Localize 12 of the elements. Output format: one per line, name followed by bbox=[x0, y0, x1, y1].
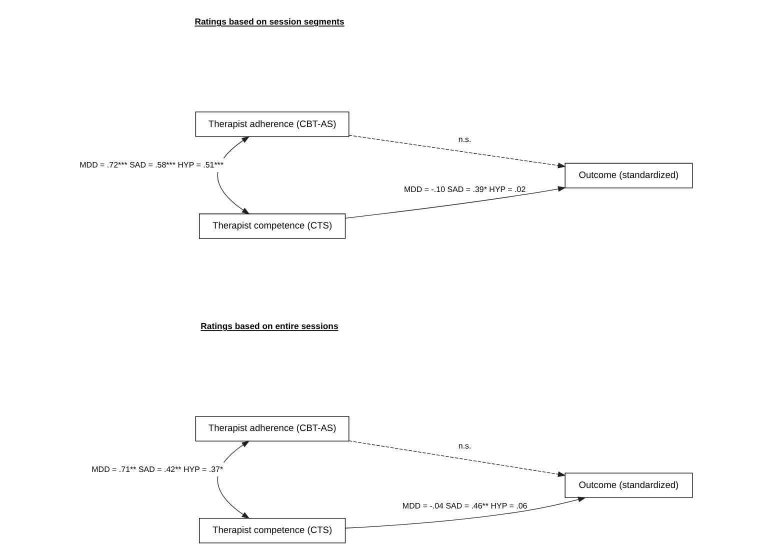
arrow bbox=[348, 134, 566, 168]
node-box: Outcome (standardized) bbox=[564, 162, 692, 188]
node-box: Outcome (standardized) bbox=[564, 472, 692, 498]
node-box: Therapist competence (CTS) bbox=[198, 214, 346, 239]
label: Ratings based on session segments bbox=[194, 16, 344, 27]
label: Ratings based on entire sessions bbox=[200, 321, 338, 332]
node-box: Therapist competence (CTS) bbox=[198, 518, 346, 544]
arrow bbox=[344, 186, 566, 218]
arrow bbox=[344, 496, 586, 528]
arrow bbox=[348, 440, 566, 477]
node-box: Therapist adherence (CBT-AS) bbox=[194, 112, 349, 137]
node-box: Therapist adherence (CBT-AS) bbox=[194, 416, 349, 442]
